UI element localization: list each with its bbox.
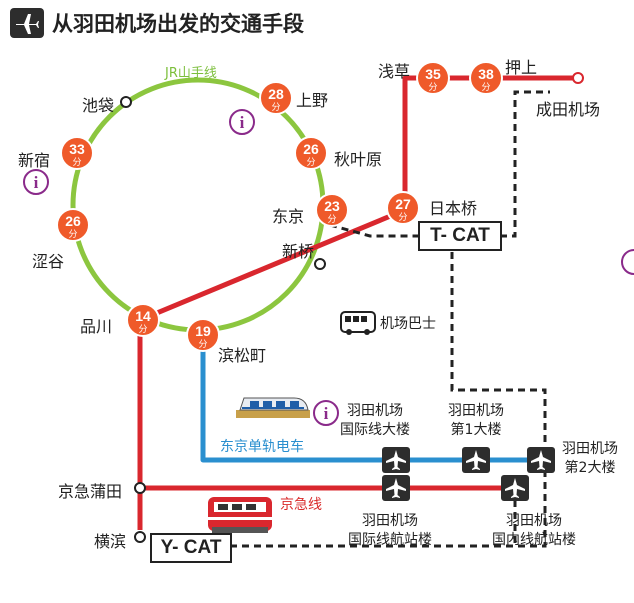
info-icon-partial <box>621 249 634 275</box>
station-nihonbashi: 日本桥 <box>429 199 478 218</box>
time-badge-unit: 分 <box>72 157 81 168</box>
haneda-intl-building-line-1: 羽田机场 <box>347 403 403 419</box>
station-narita: 成田机场 <box>536 100 601 119</box>
station-dot-narita <box>572 72 584 84</box>
time-badge-tokyo: 23分 <box>315 193 349 227</box>
station-dot-shimbashi <box>314 258 326 270</box>
info-icon: i <box>23 169 49 195</box>
svg-text:i: i <box>34 173 39 192</box>
haneda-intl-terminal-line-2: 国际线航站楼 <box>348 532 432 548</box>
station-yokohama: 横滨 <box>94 532 127 551</box>
station-shibuya: 涩谷 <box>32 252 65 271</box>
bus-routes <box>230 90 550 548</box>
time-badge-minutes: 33 <box>69 141 85 157</box>
station-oshiage: 押上 <box>505 58 538 77</box>
page-title: 从羽田机场出发的交通手段 <box>52 12 304 36</box>
airplane-logo-icon <box>10 8 44 38</box>
time-badge-minutes: 19 <box>195 323 211 339</box>
haneda-t2-label: 羽田机场 第2大楼 <box>562 440 618 478</box>
svg-text:i: i <box>240 113 245 132</box>
station-shinjuku: 新宿 <box>18 151 51 170</box>
haneda-t2-line-1: 羽田机场 <box>562 441 618 457</box>
station-tokyo: 东京 <box>272 207 305 226</box>
info-icon: i <box>313 400 339 426</box>
haneda-t1-line-1: 羽田机场 <box>448 403 504 419</box>
time-badge-unit: 分 <box>306 157 315 168</box>
haneda-t1-line-2: 第1大楼 <box>450 422 502 438</box>
station-asakusa: 浅草 <box>378 62 411 81</box>
monorail-train-icon <box>236 397 310 418</box>
time-badge-nihonbashi: 27分 <box>386 191 420 225</box>
airport-terminal-icon <box>462 447 490 473</box>
time-badge-minutes: 27 <box>395 196 411 212</box>
haneda-t1-label: 羽田机场 第1大楼 <box>448 402 504 440</box>
time-badge-unit: 分 <box>68 229 77 240</box>
time-badge-oshiage: 38分 <box>469 61 503 95</box>
airport-terminal-icon <box>382 447 410 473</box>
monorail-line-label: 东京单轨电车 <box>220 439 304 455</box>
station-keikyu-kamata: 京急蒲田 <box>58 482 123 501</box>
tcat-box: T- CAT <box>418 221 502 251</box>
keikyu-train-icon <box>208 497 272 533</box>
time-badge-minutes: 35 <box>425 66 441 82</box>
time-badge-ueno: 28分 <box>259 81 293 115</box>
time-badge-asakusa: 35分 <box>416 61 450 95</box>
station-ueno: 上野 <box>296 91 329 110</box>
station-akihabara: 秋叶原 <box>334 150 383 169</box>
airport-terminal-icon <box>501 475 529 501</box>
time-badge-minutes: 26 <box>303 141 319 157</box>
station-hamamatsucho: 滨松町 <box>218 346 267 365</box>
time-badge-unit: 分 <box>398 212 407 223</box>
airport-terminal-icon <box>527 447 555 473</box>
time-badge-unit: 分 <box>271 102 280 113</box>
airport-terminal-icon <box>382 475 410 501</box>
time-badge-shinjuku: 33分 <box>60 136 94 170</box>
station-ikebukuro: 池袋 <box>82 96 115 115</box>
time-badge-shibuya: 26分 <box>56 208 90 242</box>
haneda-intl-building-label: 羽田机场 国际线大楼 <box>340 402 410 440</box>
time-badge-minutes: 14 <box>135 308 151 324</box>
ycat-box: Y- CAT <box>150 533 232 563</box>
haneda-t2-line-2: 第2大楼 <box>564 460 616 476</box>
haneda-dom-terminal-line-1: 羽田机场 <box>506 513 562 529</box>
time-badge-unit: 分 <box>481 82 490 93</box>
station-dot-kamata <box>134 482 146 494</box>
time-badge-unit: 分 <box>428 82 437 93</box>
time-badge-unit: 分 <box>327 214 336 225</box>
keikyu-line-label: 京急线 <box>280 497 322 513</box>
time-badge-hamamatsucho: 19分 <box>186 318 220 352</box>
haneda-intl-terminal-label: 羽田机场 国际线航站楼 <box>348 512 432 550</box>
station-dot-ikebukuro <box>120 96 132 108</box>
time-badge-minutes: 38 <box>478 66 494 82</box>
time-badge-unit: 分 <box>198 339 207 350</box>
time-badge-akihabara: 26分 <box>294 136 328 170</box>
haneda-intl-terminal-line-1: 羽田机场 <box>362 513 418 529</box>
time-badge-unit: 分 <box>138 324 147 335</box>
time-badge-minutes: 26 <box>65 213 81 229</box>
bus-icon <box>340 311 376 335</box>
info-icon: i <box>229 109 255 135</box>
svg-text:i: i <box>324 404 329 423</box>
time-badge-minutes: 28 <box>268 86 284 102</box>
station-dot-yokohama <box>134 531 146 543</box>
time-badge-shinagawa: 14分 <box>126 303 160 337</box>
bus-label: 机场巴士 <box>380 316 436 332</box>
haneda-intl-building-line-2: 国际线大楼 <box>340 422 410 438</box>
station-shimbashi: 新桥 <box>282 242 315 261</box>
haneda-dom-terminal-label: 羽田机场 国内线航站楼 <box>492 512 576 550</box>
monorail-line <box>200 335 541 463</box>
station-shinagawa: 品川 <box>80 317 113 336</box>
yamanote-line-label: JR山手线 <box>165 66 217 81</box>
haneda-dom-terminal-line-2: 国内线航站楼 <box>492 532 576 548</box>
time-badge-minutes: 23 <box>324 198 340 214</box>
